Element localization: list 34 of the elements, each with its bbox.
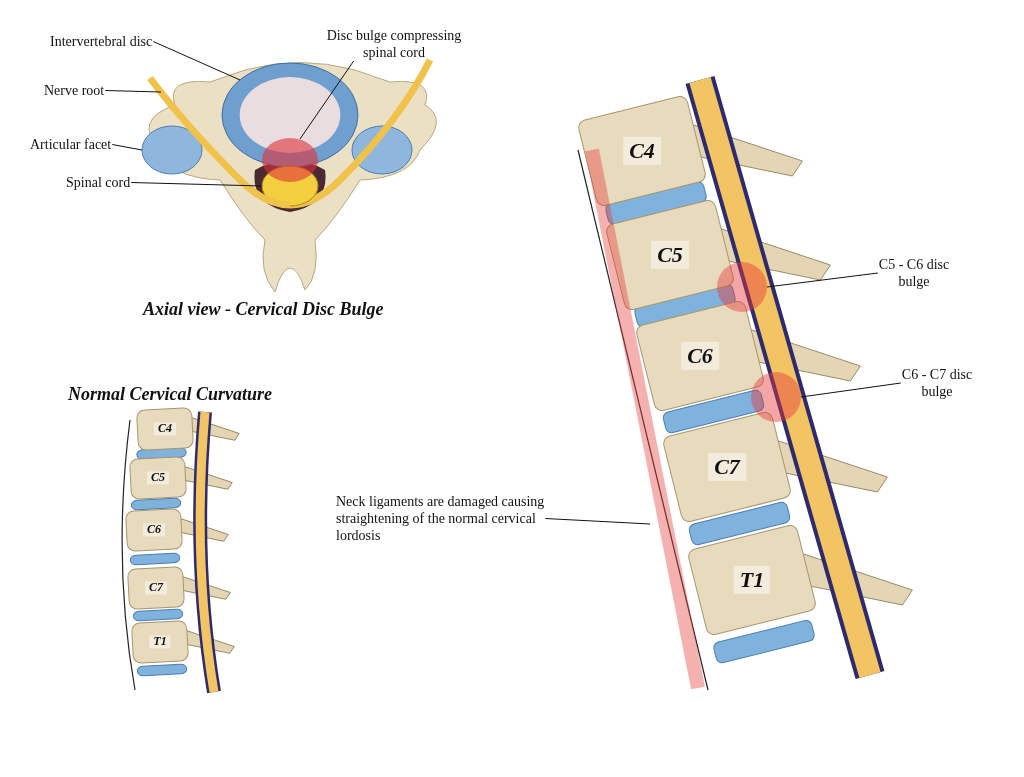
leader-line — [766, 272, 879, 288]
spinal-cord — [261, 165, 319, 207]
vertebra-label: C7 — [708, 452, 746, 482]
vertebra-label: C4 — [623, 136, 661, 166]
callout-label: C5 - C6 disc bulge — [876, 256, 952, 290]
callout-label: Spinal cord — [66, 174, 131, 191]
vertebra-label: C6 — [143, 523, 165, 537]
leader-line — [152, 41, 241, 81]
leader-line — [544, 518, 651, 525]
leader-line — [111, 144, 143, 151]
callout-label: Intervertebral disc — [50, 33, 153, 50]
vertebra-label: C4 — [154, 422, 176, 436]
vertebra-label: C7 — [145, 581, 167, 595]
disc-bulge — [262, 138, 318, 182]
callout-label: Nerve root — [44, 82, 105, 99]
vertebra-label: T1 — [149, 635, 171, 649]
callout-label: C6 - C7 disc bulge — [897, 366, 977, 400]
leader-line — [800, 382, 902, 398]
disc-bulge — [717, 262, 767, 312]
articular-facet — [141, 125, 203, 175]
vertebra-label: T1 — [733, 565, 771, 595]
intervertebral-disc — [221, 62, 359, 168]
leader-line — [104, 90, 162, 93]
figure-caption: Axial view - Cervical Disc Bulge — [143, 299, 384, 320]
leader-line — [130, 182, 263, 187]
figure-caption: Normal Cervical Curvature — [68, 384, 272, 405]
disc-bulge — [751, 372, 801, 422]
callout-label: Disc bulge compressing spinal cord — [310, 27, 478, 61]
callout-label: Neck ligaments are damaged causing straightening of the normal cervical lordosis — [336, 493, 572, 544]
callout-label: Articular facet — [30, 136, 112, 153]
vertebra-label: C6 — [681, 341, 719, 371]
vertebra-label: C5 — [651, 240, 689, 270]
vertebra-label: C5 — [147, 471, 169, 485]
nerve-root — [147, 75, 291, 209]
